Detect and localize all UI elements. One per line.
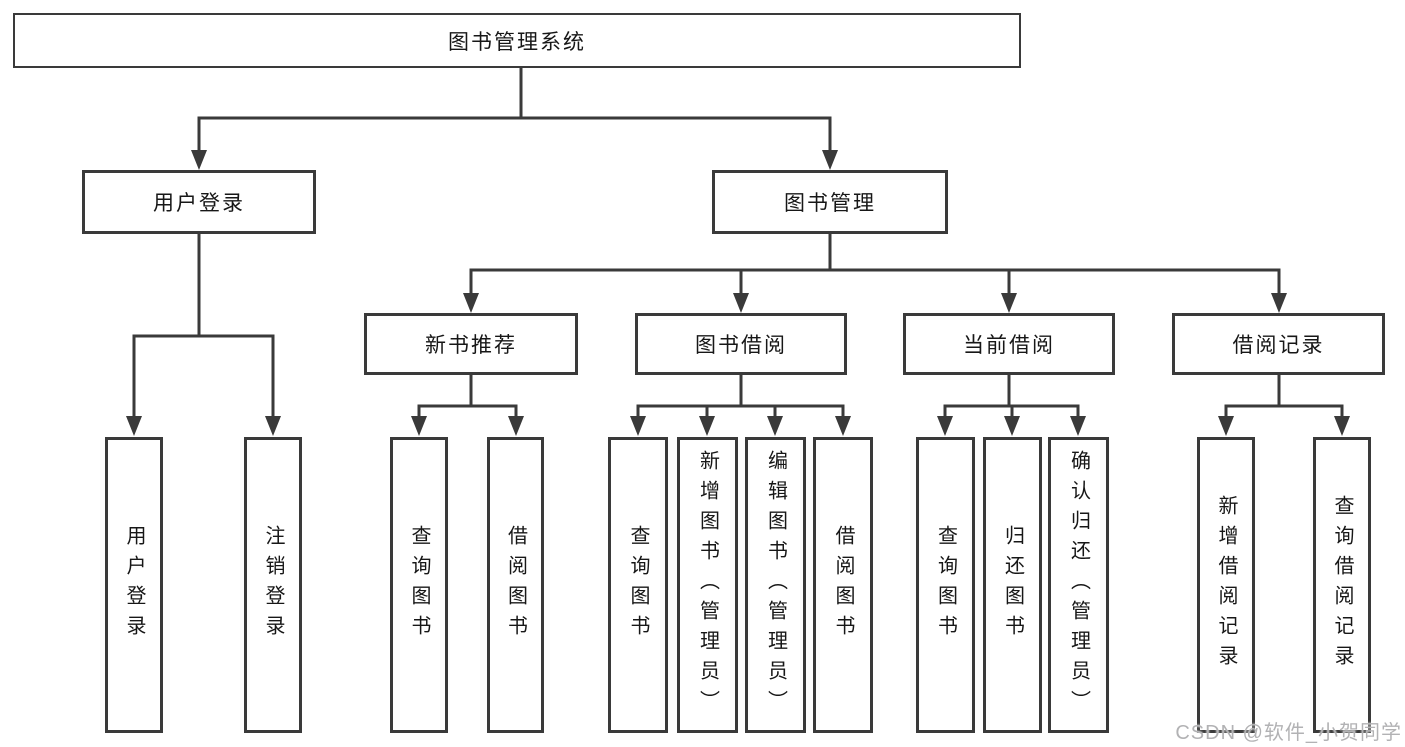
leaf-user-login: 用户登录 xyxy=(105,437,163,733)
leaf-label: 查询图书 xyxy=(408,525,430,645)
leaf-label: 查询借阅记录 xyxy=(1331,495,1353,675)
node-current-borrow: 当前借阅 xyxy=(903,313,1115,375)
leaf-query-book-recommend: 查询图书 xyxy=(390,437,448,733)
leaf-label: 用户登录 xyxy=(123,525,145,645)
leaf-label: 确认归还（管理员） xyxy=(1067,450,1090,720)
leaf-label: 编辑图书（管理员） xyxy=(764,450,787,720)
leaf-borrow-book: 借阅图书 xyxy=(813,437,873,733)
node-book-management: 图书管理 xyxy=(712,170,948,234)
leaf-label: 新增图书（管理员） xyxy=(696,450,719,720)
leaf-query-book-current: 查询图书 xyxy=(916,437,975,733)
node-new-book-recommend: 新书推荐 xyxy=(364,313,578,375)
node-label: 图书管理 xyxy=(784,192,876,215)
node-book-borrow: 图书借阅 xyxy=(635,313,847,375)
csdn-watermark: CSDN @软件_小贺同学 xyxy=(1175,722,1402,744)
leaf-label: 借阅图书 xyxy=(504,525,527,645)
node-label: 图书管理系统 xyxy=(448,30,586,54)
node-label: 借阅记录 xyxy=(1232,334,1325,357)
leaf-edit-book-admin: 编辑图书（管理员） xyxy=(745,437,806,733)
leaf-add-book-admin: 新增图书（管理员） xyxy=(677,437,738,733)
leaf-confirm-return-admin: 确认归还（管理员） xyxy=(1048,437,1109,733)
node-library-management-system: 图书管理系统 xyxy=(13,13,1021,68)
node-label: 当前借阅 xyxy=(963,334,1055,357)
node-borrow-records: 借阅记录 xyxy=(1172,313,1385,375)
leaf-query-borrow-record: 查询借阅记录 xyxy=(1313,437,1371,733)
node-label: 用户登录 xyxy=(153,192,245,215)
leaf-add-borrow-record: 新增借阅记录 xyxy=(1197,437,1255,733)
leaf-query-book-borrow: 查询图书 xyxy=(608,437,668,733)
node-label: 图书借阅 xyxy=(695,334,787,357)
leaf-label: 归还图书 xyxy=(1001,525,1024,645)
leaf-label: 借阅图书 xyxy=(832,525,854,645)
leaf-return-book: 归还图书 xyxy=(983,437,1042,733)
leaf-label: 新增借阅记录 xyxy=(1215,495,1237,675)
node-label: 新书推荐 xyxy=(425,334,517,357)
leaf-label: 查询图书 xyxy=(934,525,957,645)
leaf-label: 注销登录 xyxy=(262,525,284,645)
leaf-borrow-book-recommend: 借阅图书 xyxy=(487,437,544,733)
leaf-label: 查询图书 xyxy=(627,525,649,645)
node-user-login: 用户登录 xyxy=(82,170,316,234)
leaf-logout: 注销登录 xyxy=(244,437,302,733)
